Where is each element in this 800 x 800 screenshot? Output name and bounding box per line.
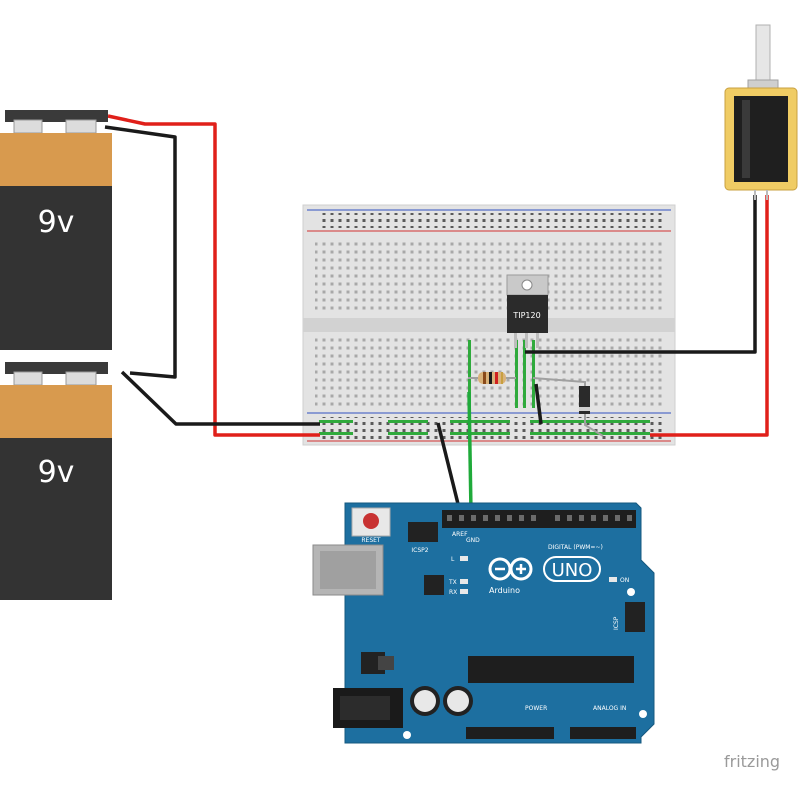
usb-chip (424, 575, 444, 595)
led-on (609, 577, 617, 582)
led-l (460, 556, 468, 561)
icsp2-header (408, 522, 438, 542)
fritzing-watermark: fritzing (724, 752, 780, 771)
led-tx (460, 579, 468, 584)
analog-header (570, 727, 636, 739)
wires (104, 114, 769, 513)
aref-label: AREF (452, 531, 468, 538)
uno-brand: UNO (552, 560, 593, 581)
wire-black-solenoid (525, 195, 757, 354)
icsp2-label: ICSP2 (411, 547, 428, 554)
gnd-label: GND (466, 537, 480, 544)
led-l-label: L (451, 556, 455, 563)
microcontroller (468, 656, 634, 683)
battery-bottom-label: 9v (38, 455, 75, 490)
wire-black-battery-ground (120, 370, 320, 426)
wire-black-arduino-gnd (436, 422, 462, 513)
icsp-label: ICSP (613, 616, 620, 630)
battery-bottom: 9v (0, 362, 112, 600)
reset-label: RESET (361, 537, 381, 544)
wire-green-pin13 (467, 391, 473, 513)
wire-red-solenoid (650, 195, 769, 437)
icsp-header (625, 602, 645, 632)
arduino-name: Arduino (489, 586, 520, 595)
digital-label: DIGITAL (PWM=~) (548, 544, 603, 551)
solenoid (724, 24, 798, 200)
analog-label: ANALOG IN (593, 705, 626, 712)
wire-black-battery-series (104, 125, 177, 379)
led-rx (460, 589, 468, 594)
transistor-label: TIP120 (512, 311, 540, 320)
power-header (466, 727, 554, 739)
diode (532, 377, 604, 437)
power-label: POWER (525, 705, 547, 712)
on-label: ON (620, 577, 629, 584)
led-tx-label: TX (448, 579, 457, 586)
resistor (468, 372, 516, 384)
arduino-logo (488, 557, 533, 581)
reset-button[interactable] (363, 513, 379, 529)
wire-red-battery-positive (107, 114, 320, 437)
tip120-transistor: TIP120 (506, 274, 549, 348)
battery-top-label: 9v (38, 205, 75, 240)
digital-header (442, 510, 636, 528)
battery-top: 9v (0, 110, 112, 350)
breadboard (302, 204, 676, 446)
led-rx-label: RX (449, 589, 457, 596)
wire-black-emitter-jumper (534, 383, 543, 425)
arduino-uno-board: RESET ICSP2 AREF GND DIGITAL (PWM=~) L T… (312, 502, 655, 744)
